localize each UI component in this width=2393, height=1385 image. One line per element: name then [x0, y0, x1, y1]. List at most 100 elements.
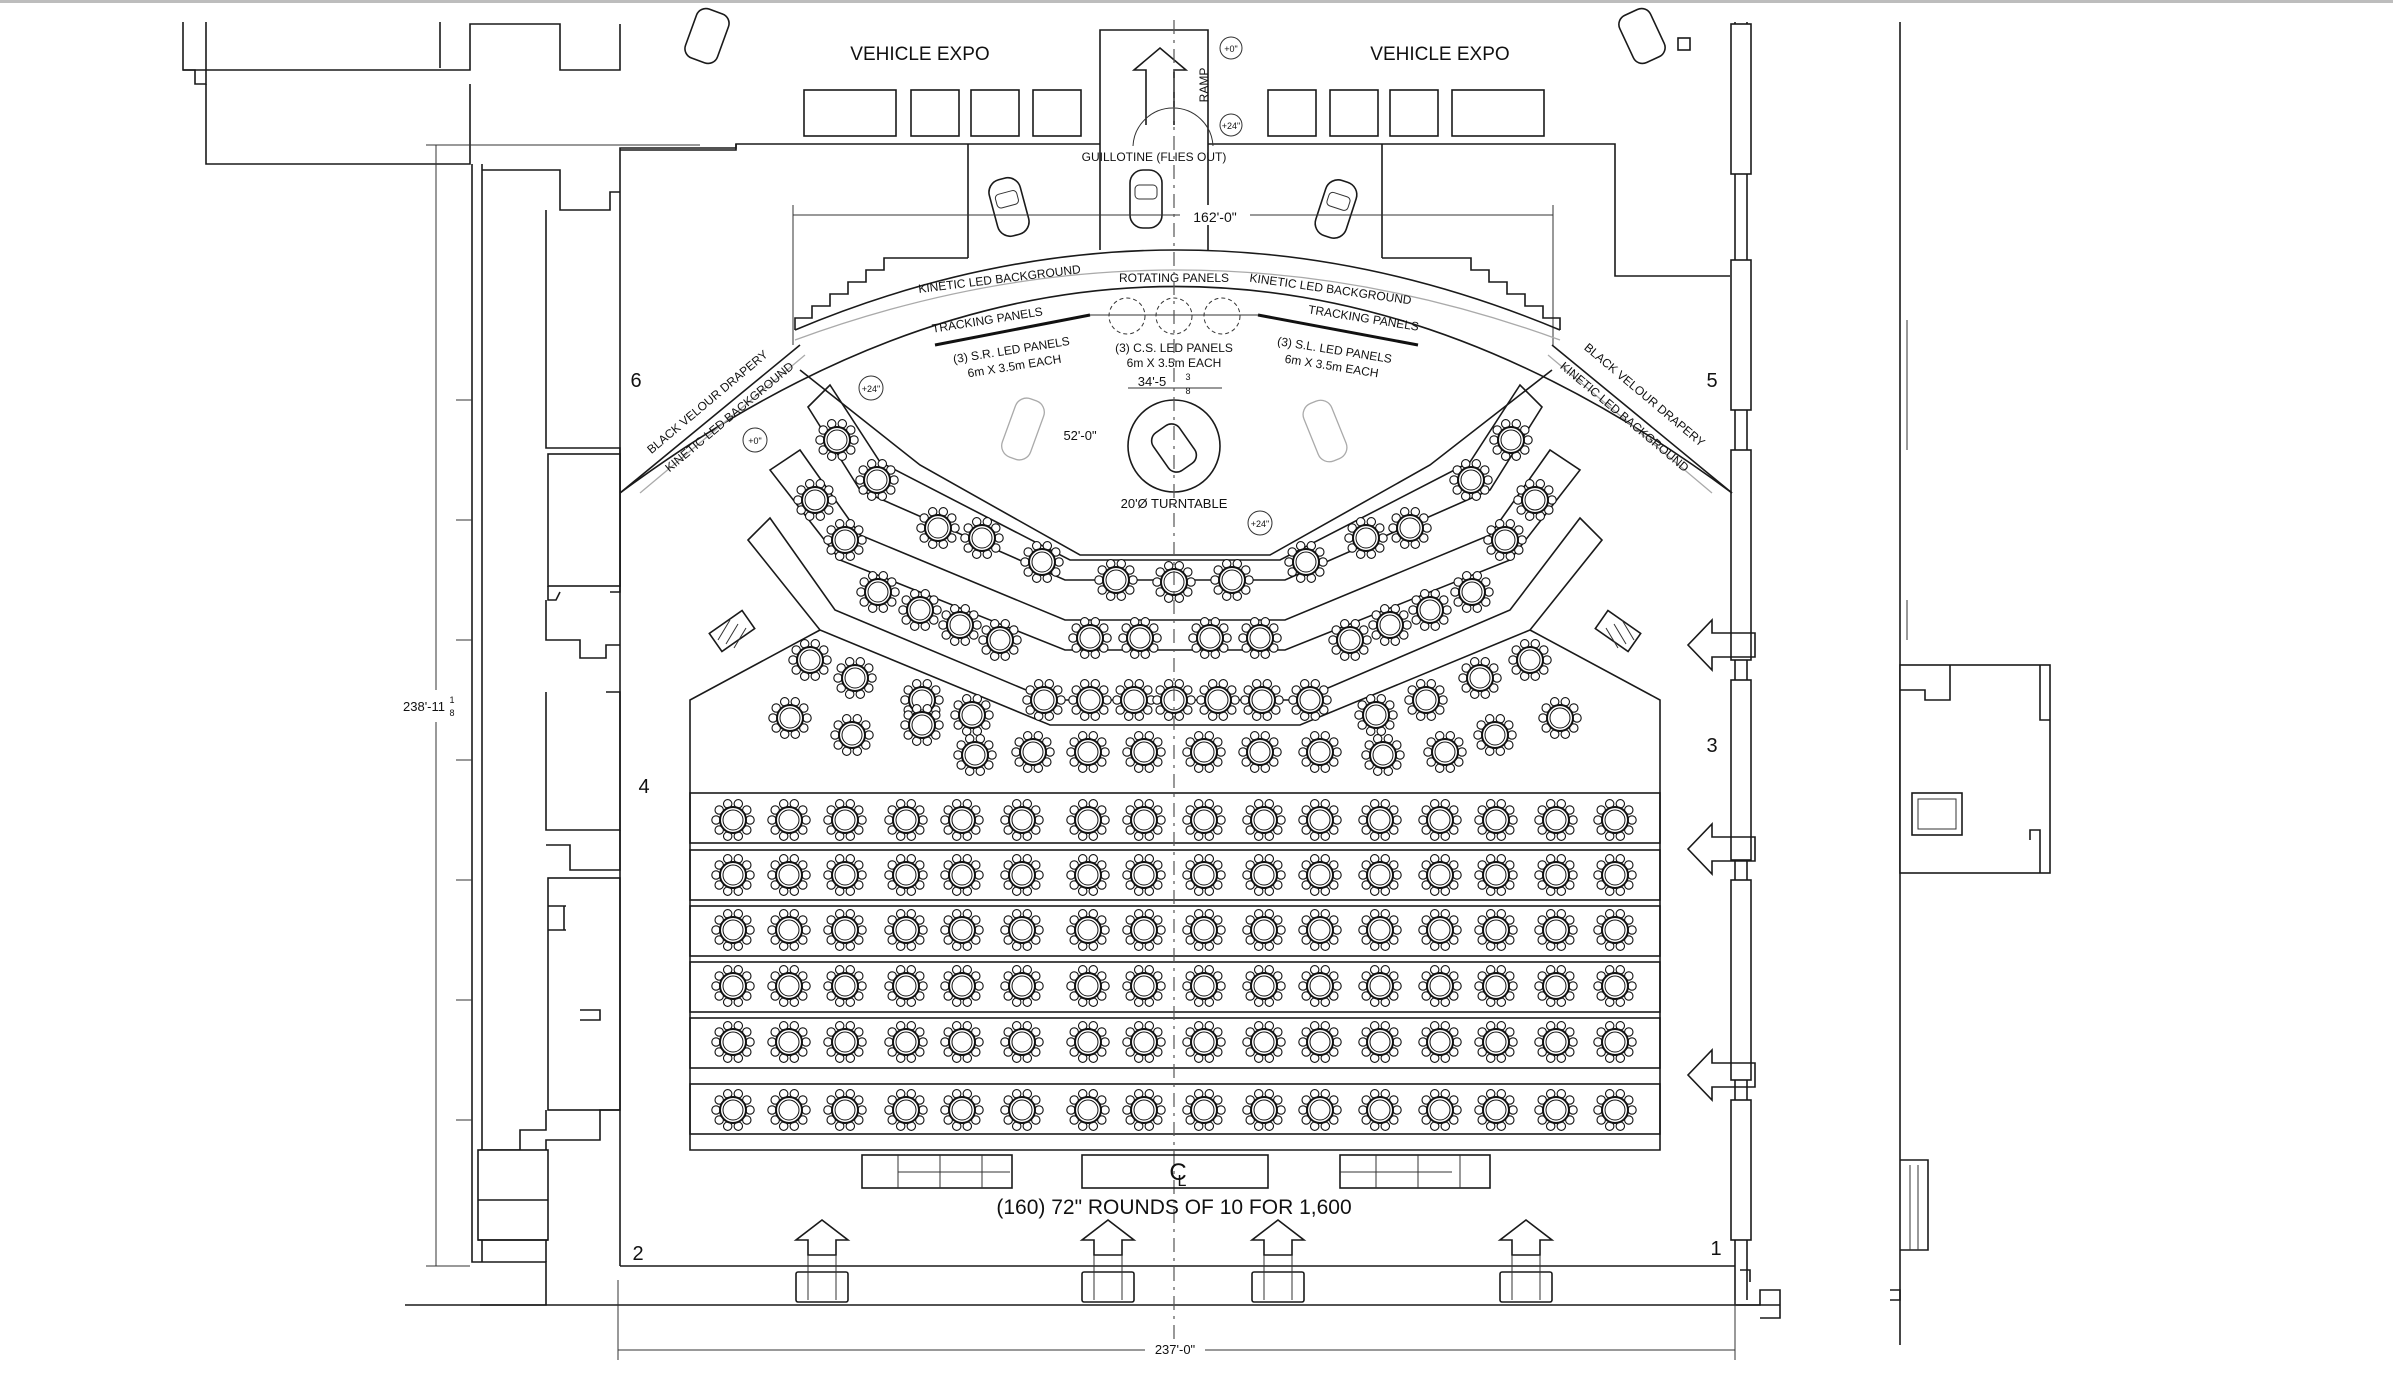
round-table: [1458, 657, 1502, 699]
dimensions: 238'-11 1 8 237'-0": [395, 144, 1736, 1360]
round-table: [1354, 694, 1398, 736]
round-table: [1298, 1089, 1342, 1131]
round-table: [1242, 799, 1286, 841]
round-table: [823, 1021, 867, 1063]
vehicle-expo-left-label: VEHICLE EXPO: [850, 44, 989, 65]
round-table: [1242, 965, 1286, 1007]
round-table: [1298, 854, 1342, 896]
round-table: [823, 519, 867, 561]
car-icon: [1129, 169, 1163, 229]
round-table: [833, 657, 877, 699]
stage-width-dimension: 162'-0": [1193, 209, 1236, 225]
arrow-left-icon: [1686, 618, 1756, 672]
round-table: [1474, 1089, 1518, 1131]
round-table: [1489, 419, 1533, 461]
round-table: [940, 1089, 984, 1131]
seating-tiers: [689, 383, 1661, 1151]
arrow-up-icon: [1497, 1218, 1555, 1303]
car-icon: [988, 176, 1030, 238]
round-table: [1474, 799, 1518, 841]
round-table: [1238, 617, 1282, 659]
door-number: 4: [638, 776, 649, 798]
round-table: [1122, 1021, 1166, 1063]
round-table: [1066, 909, 1110, 951]
round-table: [1000, 1021, 1044, 1063]
round-table: [767, 1089, 811, 1131]
round-table: [1474, 1021, 1518, 1063]
rotating-panels-label: ROTATING PANELS: [1119, 271, 1229, 285]
round-table: [940, 1021, 984, 1063]
arrow-left-icon: [1686, 1048, 1756, 1102]
round-table: [940, 854, 984, 896]
round-table: [1298, 909, 1342, 951]
round-table: [1068, 617, 1112, 659]
vehicle-expo-area: VEHICLE EXPO VEHICLE EXPO RAMP +0" +24" …: [619, 7, 1730, 277]
arrow-left-icon: [1686, 822, 1756, 876]
guillotine-label: GUILLOTINE (FLIES OUT): [1082, 150, 1227, 164]
round-table: [884, 909, 928, 951]
round-table: [938, 604, 982, 646]
round-table: [884, 965, 928, 1007]
round-table: [1196, 679, 1240, 721]
round-table: [1449, 459, 1493, 501]
round-table: [1122, 799, 1166, 841]
door-number: 3: [1706, 735, 1717, 757]
round-table: [1534, 1089, 1578, 1131]
round-table: [1538, 697, 1582, 739]
round-table: [1000, 799, 1044, 841]
round-table: [1418, 854, 1462, 896]
car-icon: [1314, 179, 1358, 239]
round-table: [1474, 965, 1518, 1007]
round-table: [1534, 854, 1578, 896]
round-table: [711, 1021, 755, 1063]
round-table: [767, 854, 811, 896]
round-table: [1066, 731, 1110, 773]
riser-left: [897, 1155, 1010, 1188]
round-table: [830, 714, 874, 756]
round-table: [1534, 1021, 1578, 1063]
round-table: [768, 697, 812, 739]
round-table: [1534, 799, 1578, 841]
arrow-up-icon: [1249, 1218, 1307, 1303]
round-table: [1534, 909, 1578, 951]
stage: 162'-0" 20'Ø TURNTABLE 34'-5 3: [619, 205, 1733, 556]
round-table: [1593, 1021, 1637, 1063]
round-table: [1358, 854, 1402, 896]
round-table: [711, 909, 755, 951]
round-table: [1011, 731, 1055, 773]
round-table: [1513, 479, 1557, 521]
round-table: [1328, 619, 1372, 661]
elevation-marker: +24": [1251, 519, 1269, 529]
round-table: [823, 965, 867, 1007]
round-table: [1450, 571, 1494, 613]
round-table: [1593, 799, 1637, 841]
round-table: [1066, 854, 1110, 896]
round-table: [1418, 909, 1462, 951]
round-table: [823, 909, 867, 951]
round-table: [1182, 909, 1226, 951]
cs-dimension: 34'-5: [1138, 374, 1167, 389]
door-numbers: 1 2 3 4 5 6: [630, 370, 1721, 1265]
round-table: [1242, 1089, 1286, 1131]
round-table: [711, 854, 755, 896]
round-tables: [711, 419, 1637, 1131]
round-table: [1361, 734, 1405, 776]
round-table: [1066, 799, 1110, 841]
round-table: [1022, 679, 1066, 721]
round-table: [1593, 854, 1637, 896]
round-table: [1344, 517, 1388, 559]
elevation-marker: +24": [1222, 121, 1240, 131]
round-table: [1593, 1089, 1637, 1131]
round-table: [1068, 679, 1112, 721]
round-table: [823, 799, 867, 841]
round-table: [960, 517, 1004, 559]
riser-right: [1340, 1155, 1461, 1188]
svg-text:3: 3: [1185, 372, 1190, 382]
turntable-label: 20'Ø TURNTABLE: [1121, 496, 1228, 511]
round-table: [767, 965, 811, 1007]
round-table: [1152, 561, 1196, 603]
round-table: [1404, 679, 1448, 721]
round-table: [711, 799, 755, 841]
tracking-panels-left-label: TRACKING PANELS: [931, 304, 1044, 335]
